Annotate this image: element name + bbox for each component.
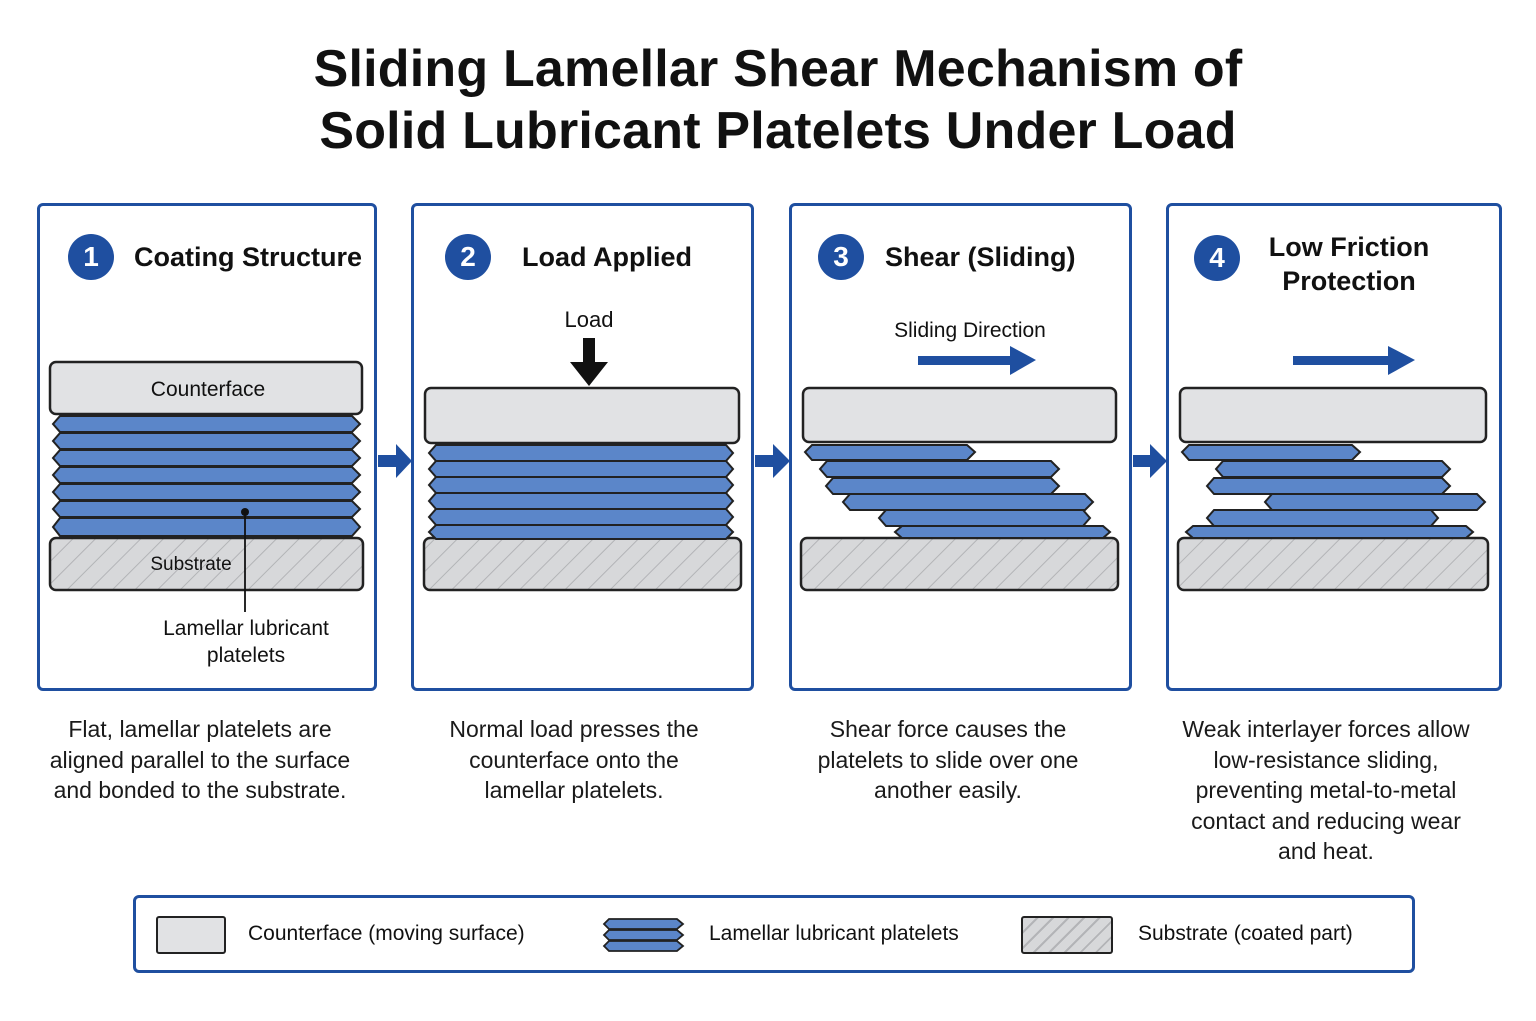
panel-title-shear-sliding: Shear (Sliding) xyxy=(885,242,1076,272)
substrate-block xyxy=(1176,536,1490,592)
platelet xyxy=(1263,493,1487,511)
platelet xyxy=(841,493,1095,511)
legend-label-platelets: Lamellar lubricant platelets xyxy=(709,922,959,945)
low-friction-diagram xyxy=(1176,346,1490,592)
page-title: Sliding Lamellar Shear Mechanism of Soli… xyxy=(0,38,1536,162)
platelet xyxy=(51,500,362,518)
caption-shear-sliding: Shear force causes the platelets to slid… xyxy=(817,716,1079,803)
sliding-direction-label: Sliding Direction xyxy=(894,319,1046,342)
platelet xyxy=(427,460,735,478)
panel-title-low-friction-protection: Low Friction Protection xyxy=(1249,230,1449,298)
platelet xyxy=(1184,525,1475,539)
platelet xyxy=(1205,477,1452,495)
platelet-stack xyxy=(51,415,362,537)
platelet xyxy=(51,483,362,501)
platelet xyxy=(427,508,735,526)
counterface-block xyxy=(48,360,364,416)
legend-swatch-substrate xyxy=(1021,916,1113,954)
counterface-block xyxy=(1178,386,1488,444)
platelet xyxy=(1180,444,1362,461)
legend-swatch-platelets xyxy=(602,918,685,952)
platelet xyxy=(427,492,735,510)
substrate-block xyxy=(48,536,365,592)
step-number-4: 4 xyxy=(1194,235,1240,281)
legend-label-substrate: Substrate (coated part) xyxy=(1138,922,1353,945)
shear-sliding-diagram: Sliding Direction xyxy=(799,319,1120,592)
platelet-stack xyxy=(427,444,735,540)
sliding-direction-arrow-icon xyxy=(918,346,1036,375)
coating-structure-diagram: Counterface Substrate Lamellar lubricant… xyxy=(48,360,365,667)
panel-title-coating-structure: Coating Structure xyxy=(134,242,363,272)
platelet xyxy=(51,415,362,433)
platelet xyxy=(803,444,977,461)
platelet xyxy=(51,466,362,484)
caption-load-applied: Normal load presses the counterface onto… xyxy=(449,716,699,803)
panel-title-load-applied: Load Applied xyxy=(522,242,692,272)
counterface-block xyxy=(801,386,1118,444)
load-label: Load xyxy=(565,307,614,332)
platelets-label-line-1: Lamellar lubricant xyxy=(163,617,329,640)
legend-swatch-counterface xyxy=(156,916,226,954)
platelet xyxy=(877,509,1092,527)
title-line-2: Solid Lubricant Platelets Under Load xyxy=(319,102,1237,160)
sheared-platelet-stack xyxy=(1180,444,1487,539)
legend: Counterface (moving surface) Lamellar lu… xyxy=(133,895,1415,973)
step-arrow-1-2 xyxy=(378,444,412,478)
platelet xyxy=(427,476,735,494)
platelet xyxy=(824,477,1061,495)
platelet xyxy=(818,460,1061,478)
step-arrow-3-4 xyxy=(1133,444,1167,478)
counterface-block xyxy=(423,386,741,445)
platelet xyxy=(51,432,362,450)
platelet xyxy=(1205,509,1440,527)
panel-4-title-line-1: Low Friction xyxy=(1268,232,1430,262)
motion-arrow-icon xyxy=(1293,346,1415,375)
substrate-block xyxy=(422,536,743,592)
caption-coating-structure: Flat, lamellar platelets are aligned par… xyxy=(49,716,351,803)
platelet xyxy=(427,444,735,462)
load-applied-diagram: Load xyxy=(422,307,743,592)
caption-low-friction-protection: Weak interlayer forces allow low-resista… xyxy=(1182,716,1470,864)
step-number-2: 2 xyxy=(445,234,491,280)
platelet xyxy=(893,525,1112,539)
step-arrow-2-3 xyxy=(755,444,790,478)
platelet xyxy=(51,517,362,537)
load-arrow-icon xyxy=(570,338,608,386)
counterface-label: Counterface xyxy=(151,378,265,401)
platelets-label-line-2: platelets xyxy=(207,644,285,667)
substrate-block xyxy=(799,536,1120,592)
platelet xyxy=(1214,460,1452,478)
title-line-1: Sliding Lamellar Shear Mechanism of xyxy=(313,40,1243,98)
sheared-platelet-stack xyxy=(803,444,1112,539)
legend-label-counterface: Counterface (moving surface) xyxy=(248,922,525,945)
step-number-3: 3 xyxy=(818,234,864,280)
substrate-label: Substrate xyxy=(150,554,231,575)
platelet xyxy=(427,524,735,540)
step-number-1: 1 xyxy=(68,234,114,280)
panel-4-title-line-2: Protection xyxy=(1282,266,1416,296)
platelet xyxy=(51,449,362,467)
